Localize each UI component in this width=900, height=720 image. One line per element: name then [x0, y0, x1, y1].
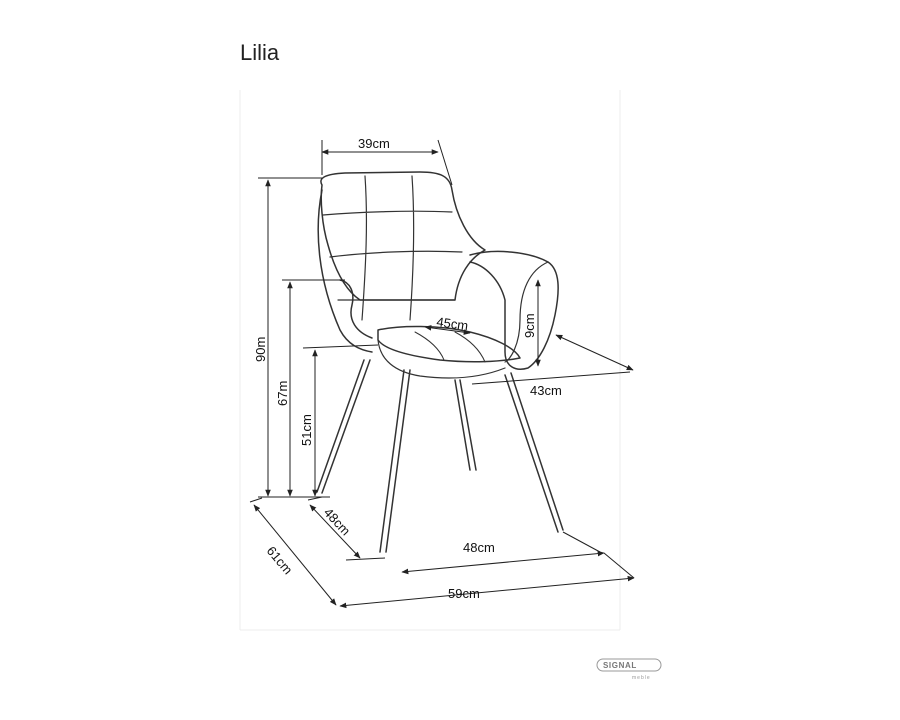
chair-backrest	[320, 171, 486, 301]
dim-line-seat-width	[555, 334, 634, 371]
label-backrest-width: 39cm	[358, 136, 390, 151]
chair-seat	[377, 325, 521, 363]
logo-main-text: SIGNAL	[603, 661, 637, 670]
label-seat-width: 43cm	[530, 383, 562, 398]
signal-logo: SIGNAL meble	[596, 658, 662, 681]
product-title: Lilia	[240, 40, 280, 65]
dim-line-seat-depth	[424, 325, 471, 335]
label-total-depth: 61cm	[264, 543, 296, 577]
label-base-width: 48cm	[463, 540, 495, 555]
label-total-height: 90m	[253, 337, 268, 362]
chair-quilting	[322, 175, 463, 321]
logo-sub-text: meble	[632, 675, 651, 681]
chair-leg-back-right	[454, 379, 477, 471]
guide-lines	[239, 90, 621, 631]
chair-left-side	[317, 189, 373, 353]
chair-right-armrest	[469, 250, 559, 370]
logo-badge	[596, 658, 662, 672]
dim-line-total-width	[339, 575, 635, 609]
label-armrest-height: 67m	[275, 381, 290, 406]
dim-line-total-depth	[253, 504, 337, 606]
chair-leg-front-right	[504, 372, 564, 533]
chair-leg-back-left	[316, 359, 371, 494]
label-total-width: 59cm	[448, 586, 480, 601]
chair-leg-front-left	[379, 369, 411, 553]
dimension-lines	[249, 139, 635, 609]
label-seat-height: 51cm	[299, 414, 314, 446]
label-seat-depth: 45cm	[436, 314, 470, 333]
label-armrest-thickness: 9cm	[522, 313, 537, 338]
chair-illustration	[316, 171, 564, 553]
dim-line-base-width	[401, 550, 605, 575]
